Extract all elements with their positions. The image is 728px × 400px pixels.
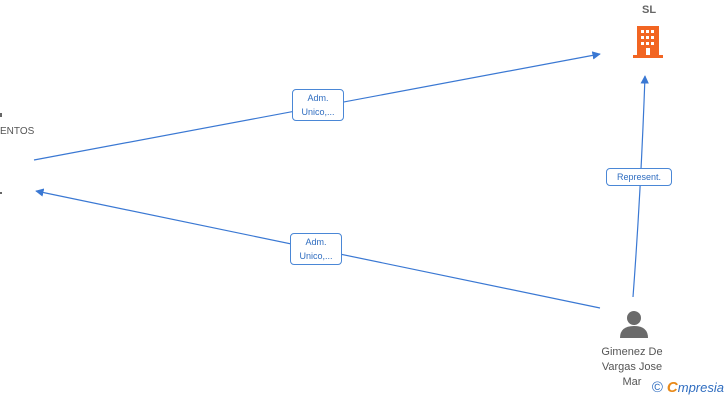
- copyright-symbol: ©: [651, 378, 663, 396]
- person-label[interactable]: Gimenez De Vargas Jose Mar: [590, 345, 674, 390]
- person-label-line-3: Mar: [622, 376, 642, 388]
- edge-label-adm-unico-top[interactable]: Adm. Unico,...: [292, 89, 344, 121]
- building-icon[interactable]: [633, 26, 663, 58]
- edge-label-line-1: Adm.: [307, 93, 329, 103]
- edge-label-line-2: Unico,...: [299, 251, 333, 261]
- brand-logo-initial: C: [666, 379, 678, 396]
- person-label-line-1: Gimenez De: [601, 346, 663, 358]
- company-label[interactable]: SL: [642, 4, 657, 16]
- edge-label-adm-unico-bottom[interactable]: Adm. Unico,...: [290, 233, 342, 265]
- left-node-mark: [0, 113, 2, 117]
- brand-logo: Cmpresia: [667, 379, 724, 396]
- edge-label-represent[interactable]: Represent.: [606, 168, 672, 186]
- person-icon[interactable]: [620, 311, 648, 338]
- edge-label-line-2: Unico,...: [301, 107, 335, 117]
- brand-logo-rest: mpresia: [677, 380, 724, 395]
- left-node-mark-2: [0, 192, 2, 194]
- left-entity-label[interactable]: ENTOS: [0, 126, 35, 137]
- footer-branding: © Cmpresia: [652, 379, 724, 396]
- person-label-line-2: Vargas Jose: [601, 361, 663, 373]
- edge-label-line-1: Adm.: [305, 237, 327, 247]
- edge-person-to-company: [632, 75, 649, 298]
